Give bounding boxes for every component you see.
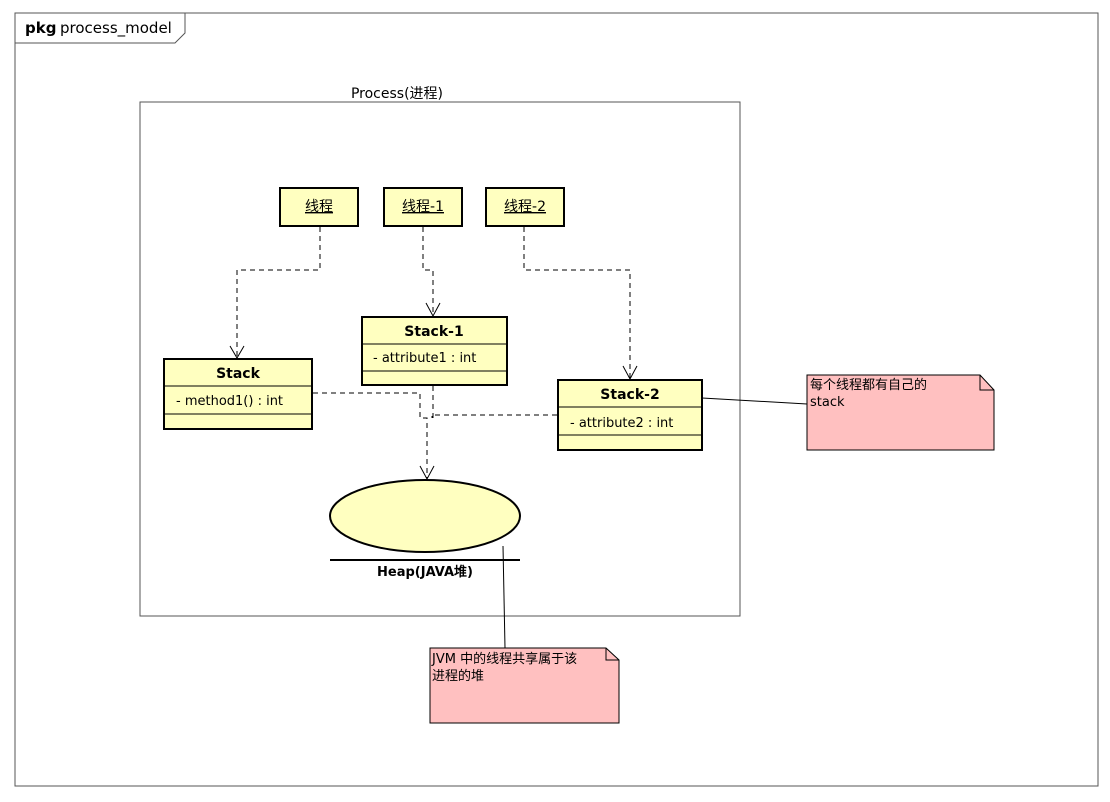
dependency-thread2-to-stack2 [523,227,631,378]
note-text-line: 每个线程都有自己的 [810,377,927,393]
class-member: - attribute2 : int [570,416,673,431]
dependency-lines [236,227,631,478]
note-text-line: 进程的堆 [432,668,484,684]
arrowhead-heap [419,465,435,481]
package-name: process_model [60,19,172,38]
class-name: Stack-2 [600,387,659,403]
process-label: Process(进程) [351,86,443,102]
heap-label: Heap(JAVA堆) [377,564,473,580]
connector-heap-note [502,545,506,649]
class-stack-1[interactable]: Stack-1 - attribute1 : int [361,316,508,386]
note-heap[interactable]: JVM 中的线程共享属于该 进程的堆 [429,647,620,724]
note-text-line: JVM 中的线程共享属于该 [431,651,577,667]
heap-entity[interactable]: Heap(JAVA堆) [329,479,521,580]
class-member: - method1() : int [176,394,283,409]
class-stack-2[interactable]: Stack-2 - attribute2 : int [557,379,703,451]
note-stack[interactable]: 每个线程都有自己的 stack [806,374,995,451]
note-text-line: stack [810,395,845,410]
dependency-thread-to-stack [236,227,321,357]
thread-object-label: 线程-1 [402,199,444,215]
class-name: Stack-1 [404,324,463,340]
thread-object-0[interactable]: 线程 [279,187,359,227]
thread-object-label: 线程-2 [504,199,546,215]
class-name: Stack [216,366,261,382]
package-keyword: pkg [25,19,56,37]
dependency-thread1-to-stack1 [422,227,434,315]
thread-object-2[interactable]: 线程-2 [485,187,565,227]
note-connectors [502,397,808,649]
class-stack[interactable]: Stack - method1() : int [163,358,313,430]
class-member: - attribute1 : int [373,351,476,366]
dependency-stack2-to-heap [431,414,557,418]
thread-object-label: 线程 [305,199,333,215]
thread-object-1[interactable]: 线程-1 [383,187,463,227]
connector-stack2-note [701,397,808,405]
